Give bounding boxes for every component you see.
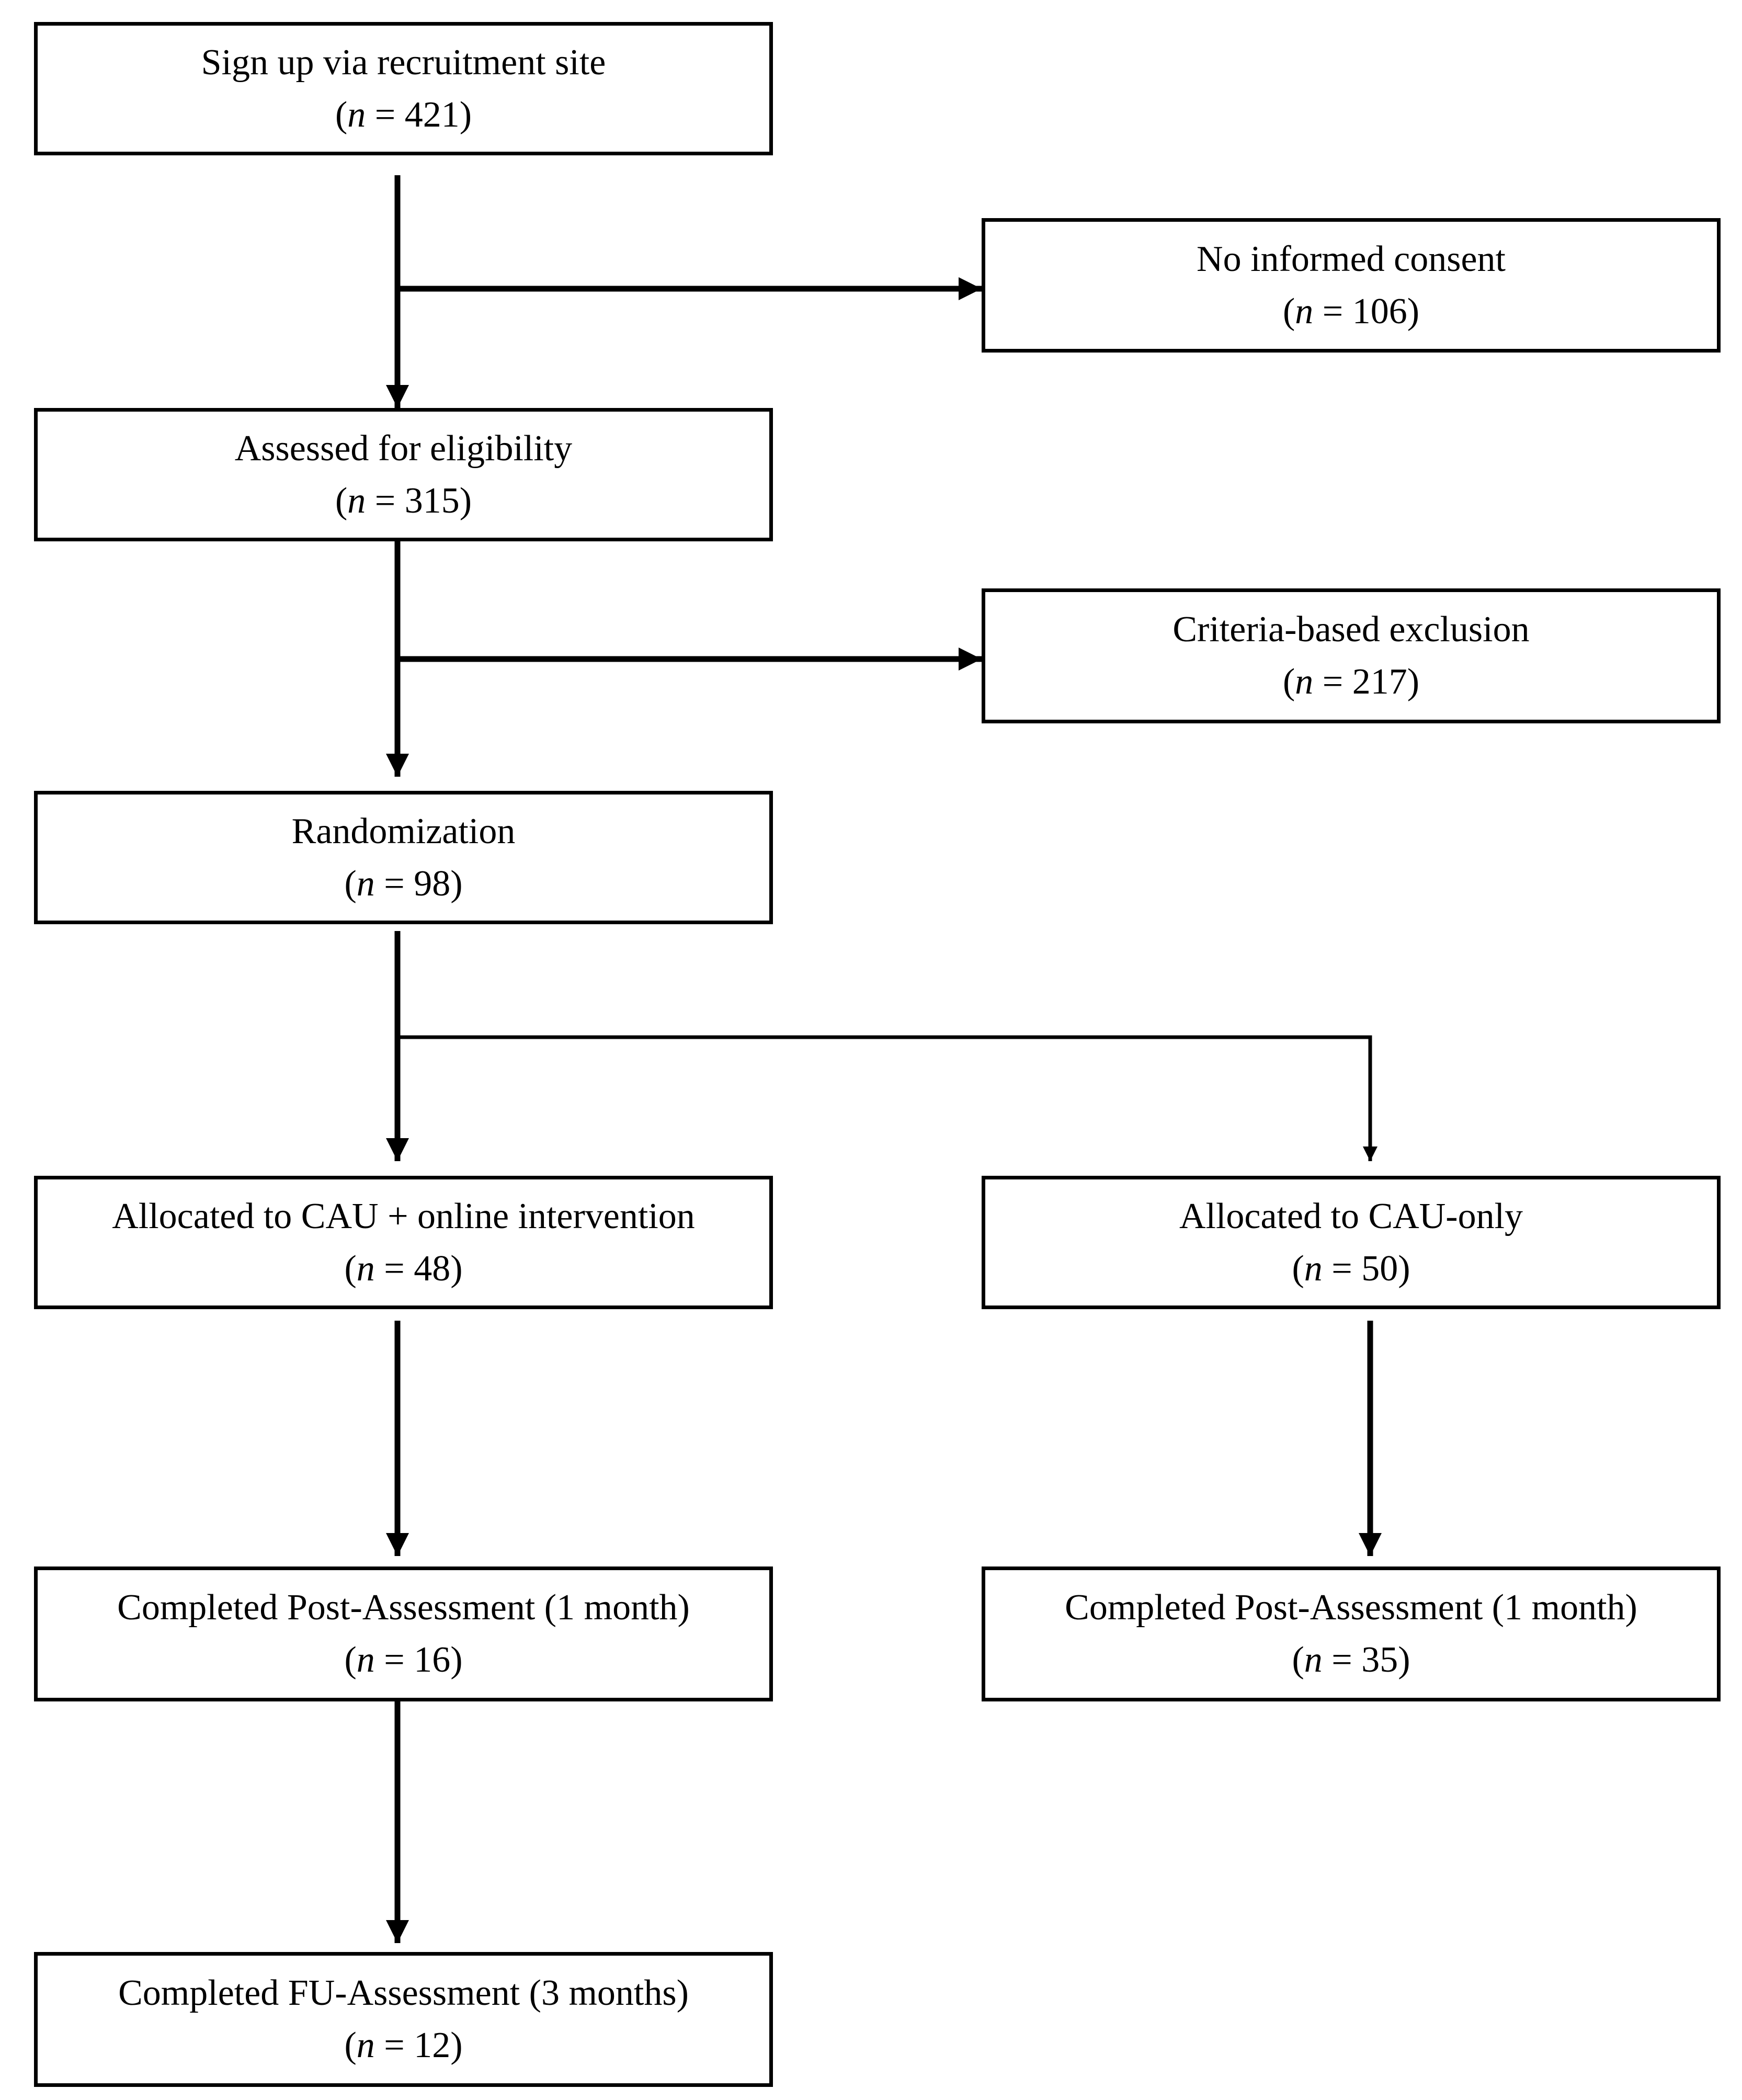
post-cau-count: (n = 35) [1292, 1640, 1410, 1680]
alloc-intervention-count: (n = 48) [344, 1248, 463, 1289]
fu-intervention-box: Completed FU-Assessment (3 months) (n = … [34, 1952, 773, 2087]
signup-count: (n = 421) [335, 94, 472, 135]
exclusion-box: Criteria-based exclusion (n = 217) [982, 588, 1721, 723]
alloc-cau-label: Allocated to CAU-only [1179, 1196, 1523, 1236]
post-intervention-count: (n = 16) [344, 1640, 463, 1680]
no-consent-count: (n = 106) [1282, 291, 1420, 332]
post-intervention-count-value: 16 [414, 1640, 451, 1680]
assessed-box: Assessed for eligibility (n = 315) [34, 408, 773, 541]
fu-intervention-count-value: 12 [414, 2025, 451, 2065]
exclusion-count-value: 217 [1352, 662, 1407, 702]
no-consent-box: No informed consent (n = 106) [982, 218, 1721, 353]
signup-label: Sign up via recruitment site [201, 42, 606, 83]
exclusion-label: Criteria-based exclusion [1172, 609, 1530, 650]
randomization-box: Randomization (n = 98) [34, 791, 773, 924]
signup-box: Sign up via recruitment site (n = 421) [34, 22, 773, 155]
no-consent-label: No informed consent [1197, 239, 1506, 279]
alloc-cau-box: Allocated to CAU-only (n = 50) [982, 1176, 1721, 1309]
post-cau-count-value: 35 [1361, 1640, 1398, 1680]
signup-count-value: 421 [404, 94, 460, 135]
arrow-randomization-to-cau [397, 1035, 1377, 1161]
exclusion-count: (n = 217) [1282, 662, 1420, 702]
alloc-intervention-label: Allocated to CAU + online intervention [112, 1196, 695, 1236]
randomization-label: Randomization [291, 811, 516, 852]
assessed-count: (n = 315) [335, 480, 472, 521]
post-intervention-box: Completed Post-Assessment (1 month) (n =… [34, 1567, 773, 1701]
post-intervention-label: Completed Post-Assessment (1 month) [117, 1587, 690, 1628]
alloc-cau-count: (n = 50) [1292, 1248, 1410, 1289]
post-cau-label: Completed Post-Assessment (1 month) [1065, 1587, 1637, 1628]
fu-intervention-label: Completed FU-Assessment (3 months) [118, 1973, 689, 2013]
randomization-count: (n = 98) [344, 863, 463, 904]
alloc-intervention-count-value: 48 [414, 1248, 451, 1289]
fu-intervention-count: (n = 12) [344, 2025, 463, 2065]
alloc-intervention-box: Allocated to CAU + online intervention (… [34, 1176, 773, 1309]
assessed-label: Assessed for eligibility [234, 428, 573, 469]
post-cau-box: Completed Post-Assessment (1 month) (n =… [982, 1567, 1721, 1701]
assessed-count-value: 315 [404, 480, 460, 521]
alloc-cau-count-value: 50 [1361, 1248, 1398, 1289]
no-consent-count-value: 106 [1352, 291, 1407, 332]
randomization-count-value: 98 [414, 863, 451, 904]
